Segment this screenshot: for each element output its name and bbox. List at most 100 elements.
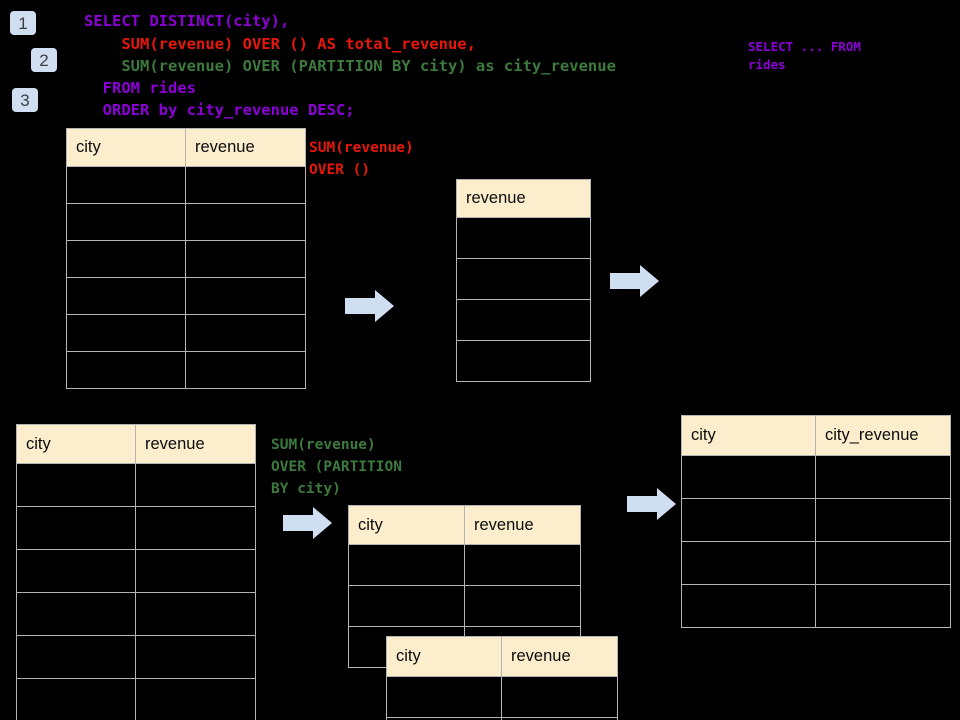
table-cell bbox=[185, 203, 306, 241]
column-header-city: city bbox=[681, 415, 816, 456]
step-badge-1: 1 bbox=[10, 11, 36, 35]
table-cell bbox=[681, 541, 816, 585]
table-cell bbox=[66, 351, 186, 389]
table-row bbox=[66, 166, 306, 204]
table-rides-top: city revenue bbox=[66, 128, 306, 389]
sql-line-select: SELECT DISTINCT(city), bbox=[84, 12, 290, 30]
column-header-city: city bbox=[66, 128, 186, 167]
table-row bbox=[66, 351, 306, 389]
table-header-row: city revenue bbox=[66, 128, 306, 167]
table-cell bbox=[135, 549, 256, 593]
table-cell bbox=[135, 592, 256, 636]
table-header-row: city revenue bbox=[348, 505, 581, 545]
sql-line-total-revenue: SUM(revenue) OVER () AS total_revenue, bbox=[84, 35, 476, 53]
table-row bbox=[16, 592, 256, 636]
table-cell bbox=[815, 541, 951, 585]
table-cell bbox=[501, 676, 618, 718]
table-row bbox=[681, 455, 951, 499]
table-header-row: revenue bbox=[456, 179, 591, 218]
table-cell bbox=[456, 258, 591, 300]
table-cell bbox=[16, 506, 136, 550]
table-row bbox=[16, 463, 256, 507]
table-row bbox=[348, 585, 581, 627]
arrow-top-right bbox=[610, 264, 660, 303]
table-row bbox=[66, 240, 306, 278]
sql-line-order-by: ORDER by city_revenue DESC; bbox=[84, 101, 355, 119]
sql-line-city-revenue: SUM(revenue) OVER (PARTITION BY city) as… bbox=[84, 57, 616, 75]
table-cell bbox=[66, 240, 186, 278]
table-cell bbox=[185, 166, 306, 204]
table-cell bbox=[185, 314, 306, 352]
column-header-city: city bbox=[348, 505, 465, 545]
table-cell bbox=[185, 240, 306, 278]
table-partition-b: city revenue bbox=[386, 636, 618, 720]
table-cell bbox=[456, 217, 591, 259]
table-cell bbox=[185, 351, 306, 389]
table-row bbox=[681, 541, 951, 585]
table-row bbox=[348, 544, 581, 586]
column-header-city-revenue: city_revenue bbox=[815, 415, 951, 456]
table-cell bbox=[16, 635, 136, 679]
annotation-over-empty: SUM(revenue) OVER () bbox=[309, 140, 414, 178]
table-cell bbox=[66, 203, 186, 241]
column-header-revenue: revenue bbox=[501, 636, 618, 677]
table-rides-bottom: city revenue bbox=[16, 424, 256, 720]
sql-line-from: FROM rides bbox=[84, 79, 196, 97]
table-cell bbox=[681, 455, 816, 499]
table-cell bbox=[464, 544, 581, 586]
table-cell bbox=[815, 584, 951, 628]
arrow-right-icon bbox=[345, 290, 394, 322]
table-cell bbox=[16, 549, 136, 593]
table-cell bbox=[464, 585, 581, 627]
table-row bbox=[66, 277, 306, 315]
table-city-revenue: city city_revenue bbox=[681, 415, 951, 628]
table-row bbox=[456, 217, 591, 259]
table-cell bbox=[135, 506, 256, 550]
column-header-city: city bbox=[386, 636, 502, 677]
table-cell bbox=[456, 299, 591, 341]
step-badge-2: 2 bbox=[31, 48, 57, 72]
table-row bbox=[386, 717, 618, 720]
table-cell bbox=[135, 463, 256, 507]
arrow-right-icon bbox=[283, 507, 332, 539]
step-badge-3: 3 bbox=[12, 88, 38, 112]
table-cell bbox=[501, 717, 618, 720]
table-cell bbox=[66, 166, 186, 204]
table-row bbox=[16, 506, 256, 550]
table-header-row: city city_revenue bbox=[681, 415, 951, 456]
table-cell bbox=[815, 455, 951, 499]
table-cell bbox=[66, 314, 186, 352]
arrow-top-left bbox=[345, 289, 395, 328]
table-row bbox=[16, 678, 256, 720]
table-cell bbox=[16, 678, 136, 720]
table-total-revenue: revenue bbox=[456, 179, 591, 382]
arrow-bottom-right bbox=[627, 487, 677, 526]
arrow-bottom-left bbox=[283, 506, 333, 545]
table-cell bbox=[815, 498, 951, 542]
table-row bbox=[66, 203, 306, 241]
table-cell bbox=[66, 277, 186, 315]
table-row bbox=[456, 299, 591, 341]
table-row bbox=[16, 549, 256, 593]
table-cell bbox=[16, 592, 136, 636]
table-cell bbox=[348, 544, 465, 586]
table-row bbox=[681, 584, 951, 628]
table-row bbox=[386, 676, 618, 718]
table-row bbox=[456, 258, 591, 300]
arrow-right-icon bbox=[610, 265, 659, 297]
table-row bbox=[16, 635, 256, 679]
table-row bbox=[681, 498, 951, 542]
table-cell bbox=[135, 678, 256, 720]
column-header-revenue: revenue bbox=[456, 179, 591, 218]
arrow-right-icon bbox=[627, 488, 676, 520]
table-cell bbox=[16, 463, 136, 507]
table-cell bbox=[456, 340, 591, 382]
table-row bbox=[66, 314, 306, 352]
column-header-revenue: revenue bbox=[185, 128, 306, 167]
table-cell bbox=[386, 676, 502, 718]
column-header-revenue: revenue bbox=[135, 424, 256, 464]
table-header-row: city revenue bbox=[16, 424, 256, 464]
column-header-revenue: revenue bbox=[464, 505, 581, 545]
table-cell bbox=[681, 498, 816, 542]
annotation-over-partition: SUM(revenue) OVER (PARTITION BY city) bbox=[271, 437, 402, 497]
